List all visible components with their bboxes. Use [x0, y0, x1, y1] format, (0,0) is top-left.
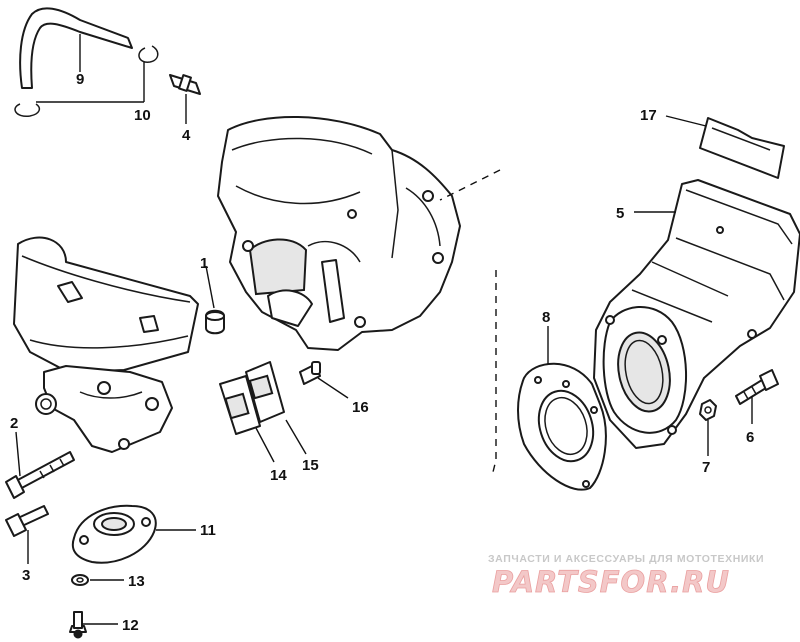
- left-housing-body[interactable]: [35, 365, 173, 453]
- gasket-part-8[interactable]: [517, 362, 607, 491]
- callout-1: 1: [200, 255, 208, 272]
- callout-12: 12: [122, 617, 139, 634]
- screw-part-12[interactable]: [69, 611, 87, 639]
- callouts: 9 10 4 1 2 3 11 13 12 16 14 15 8 5 17 6 …: [10, 71, 754, 634]
- exhaust-housing-part-5[interactable]: [593, 179, 800, 449]
- callout-4: 4: [182, 127, 191, 144]
- hose-part-9[interactable]: [19, 7, 133, 89]
- left-housing-shroud[interactable]: [13, 236, 199, 373]
- callout-3: 3: [22, 567, 30, 584]
- callout-15: 15: [302, 457, 319, 474]
- clip-part-10[interactable]: [14, 45, 159, 117]
- reed-plate-part-15[interactable]: [245, 361, 285, 423]
- callout-5: 5: [616, 205, 624, 222]
- screw-part-16[interactable]: [299, 361, 321, 385]
- bolt-part-2[interactable]: [5, 451, 75, 499]
- watermark-tagline: ЗАПЧАСТИ И АКСЕССУАРЫ ДЛЯ МОТОТЕХНИКИ: [488, 553, 764, 565]
- callout-7: 7: [702, 459, 710, 476]
- watermark-brand: PARTSFOR.RU: [492, 565, 730, 599]
- nut-part-7[interactable]: [699, 399, 717, 421]
- callout-16: 16: [352, 399, 369, 416]
- plate-part-17[interactable]: [699, 117, 785, 179]
- bolt-part-3[interactable]: [5, 505, 49, 537]
- flange-fitting-part-11[interactable]: [71, 504, 157, 564]
- bushing-part-1[interactable]: [205, 309, 225, 335]
- reed-plate-part-14[interactable]: [219, 375, 261, 435]
- callout-10: 10: [134, 107, 151, 124]
- callout-13: 13: [128, 573, 145, 590]
- callout-14: 14: [270, 467, 287, 484]
- callout-11: 11: [200, 522, 216, 539]
- watermark: ЗАПЧАСТИ И АКСЕССУАРЫ ДЛЯ МОТОТЕХНИКИ PA…: [488, 553, 764, 599]
- stud-part-4[interactable]: [169, 74, 201, 95]
- callout-9: 9: [76, 71, 84, 88]
- crankcase-half[interactable]: [217, 115, 461, 351]
- bolt-part-6[interactable]: [735, 369, 779, 405]
- callout-2: 2: [10, 415, 18, 432]
- assembly-line: [439, 169, 501, 477]
- callout-6: 6: [746, 429, 754, 446]
- callout-8: 8: [542, 309, 550, 326]
- callout-17: 17: [640, 107, 657, 124]
- leader-lines: [15, 34, 753, 625]
- washer-part-13[interactable]: [71, 574, 89, 586]
